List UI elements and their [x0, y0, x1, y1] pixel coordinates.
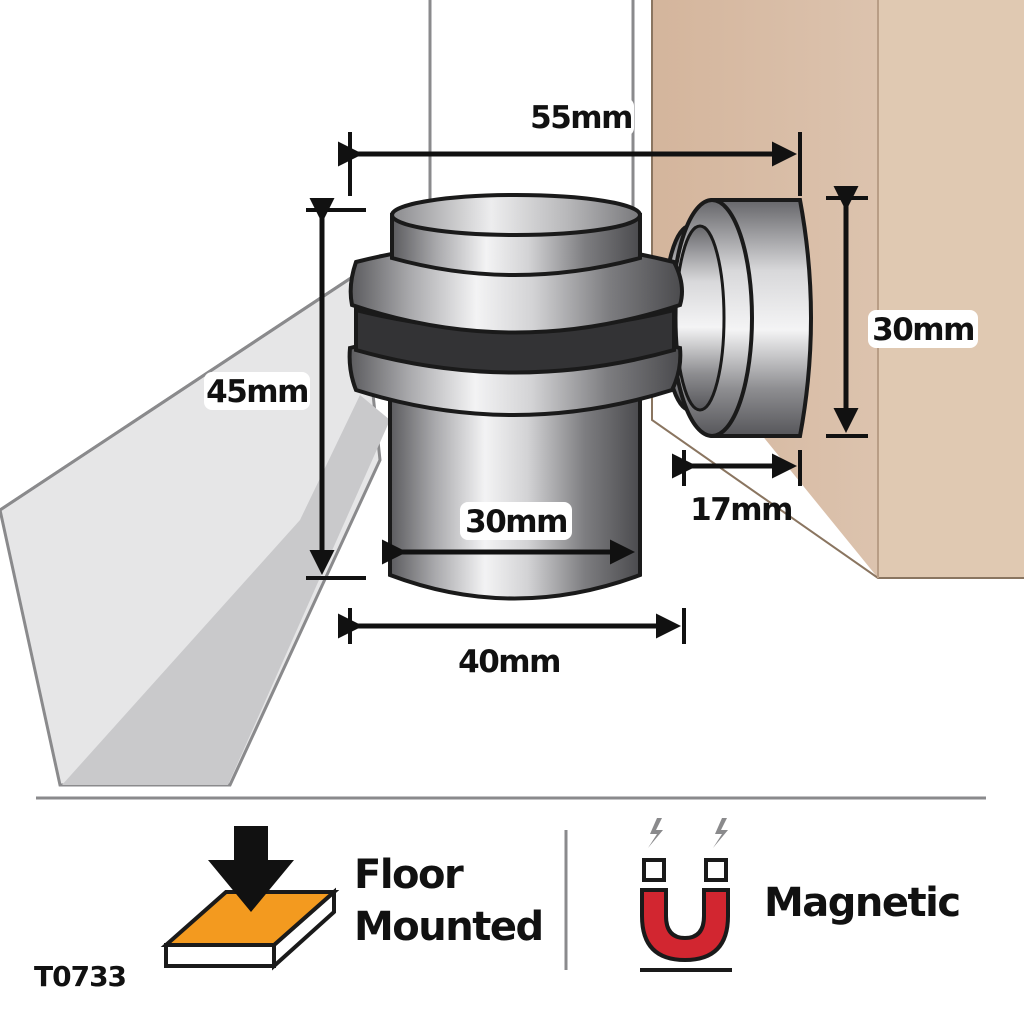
- label-bg: [868, 310, 978, 348]
- stop-base: [388, 393, 642, 601]
- buffer-face-inner: [674, 224, 726, 412]
- floor-mounted-label-line1: Floor: [354, 852, 464, 898]
- dim-40-label: 40mm: [458, 644, 560, 680]
- floor-mounted-label-line2: Mounted: [354, 904, 543, 950]
- magnet-pole: [704, 858, 728, 882]
- floor-plate-top: [160, 890, 340, 947]
- label-bg: [528, 98, 634, 136]
- spark-icon: [713, 818, 728, 848]
- floor-plate-side: [164, 943, 276, 968]
- floor-mounted-icon: [160, 826, 340, 971]
- magnet-icon: [640, 818, 732, 972]
- dim-30-wall-label: 30mm: [872, 312, 974, 348]
- product-code: T0733: [34, 960, 126, 993]
- door-frame-outline: [651, 0, 1024, 579]
- magnetic-label: Magnetic: [764, 880, 960, 926]
- dim-55-label: 55mm: [530, 100, 632, 136]
- label-bg: [204, 372, 310, 410]
- floor-beam-inner: [62, 395, 390, 785]
- door-frame-front: [878, 0, 1024, 578]
- floor-beam-line: [0, 270, 361, 512]
- wall-buffer: [662, 198, 813, 438]
- down-arrow-icon: [208, 826, 294, 912]
- dim-17-label: 17mm: [690, 492, 792, 528]
- magnet-body: [640, 888, 730, 963]
- magnet-pole: [642, 858, 666, 882]
- stop-top-face: [390, 193, 642, 237]
- dimension-lines: [306, 132, 868, 644]
- label-bg: [460, 502, 572, 540]
- dim-30-body-label: 30mm: [465, 504, 567, 540]
- dim-45-label: 45mm: [206, 374, 308, 410]
- door-stop: [347, 193, 684, 601]
- dimension-labels: 55mm 45mm 30mm 17mm 30mm 40mm: [204, 98, 978, 680]
- spark-icon: [648, 818, 663, 848]
